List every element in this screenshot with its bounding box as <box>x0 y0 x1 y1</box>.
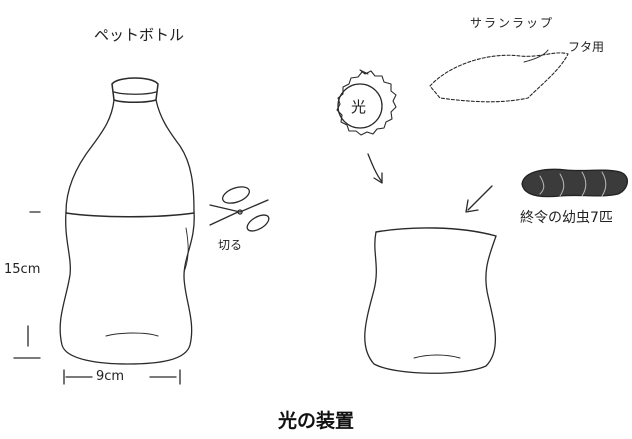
larva-label: 終令の幼虫7匹 <box>520 210 613 226</box>
scissors-icon <box>209 186 270 232</box>
cut-label: 切る <box>218 238 243 252</box>
width-label: 9cm <box>96 369 125 384</box>
pet-bottle-drawing <box>59 77 195 365</box>
wrap-label: サランラップ <box>470 16 555 30</box>
width-dimension <box>63 369 181 385</box>
height-label: 15cm <box>4 262 41 277</box>
height-dimension <box>13 211 41 359</box>
light-label: 光 <box>351 98 367 116</box>
larva-drawing <box>521 168 628 198</box>
light-sun-icon <box>336 69 397 136</box>
lid-label: フタ用 <box>568 40 605 54</box>
arrow-larva <box>467 185 493 211</box>
bottle-label: ペットボトル <box>94 26 185 44</box>
plastic-wrap-drawing <box>429 49 569 103</box>
arrow-sun <box>367 153 383 183</box>
cut-cup-drawing <box>364 227 497 374</box>
figure-caption: 光の装置 <box>277 410 354 432</box>
